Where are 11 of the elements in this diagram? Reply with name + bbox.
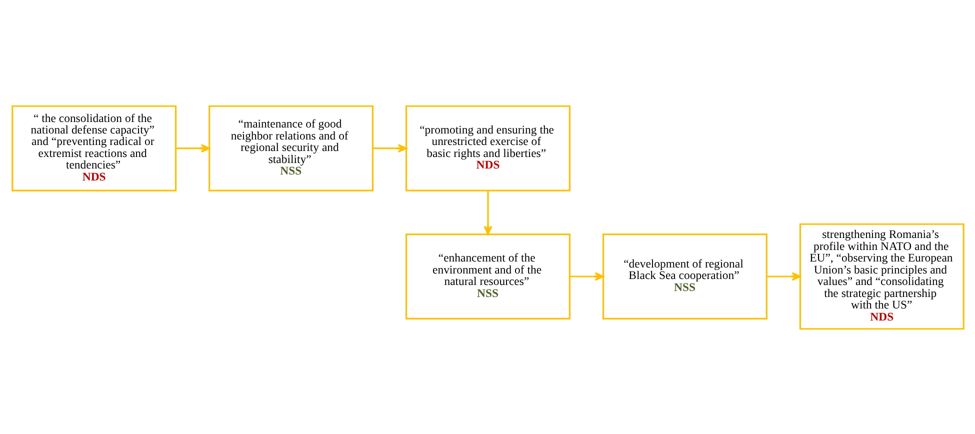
arrow	[483, 190, 492, 234]
node-box: “development of regional Black Sea cooperation” NSS	[602, 233, 767, 319]
arrow	[176, 144, 210, 152]
node-box: “maintenance of good neighbor relations and of regional security and stability” NSS	[208, 104, 373, 191]
node-box: strengthening Romania’s profile within NATO and the EU”, “observing the European Union’s basic principles and values” and “consolidating the strategic partnership with the US” NDS	[798, 222, 964, 330]
node-box: “ the consolidation of the national defense capacity” and “preventing radical or extremist reactions and tendencies” NDS	[11, 104, 176, 191]
node-box: “promoting and ensuring the unrestricted exercise of basic rights and liberties” NDS	[405, 104, 570, 191]
arrow	[766, 272, 800, 280]
node-box: “enhancement of the environment and of the natural resources” NSS	[405, 233, 570, 319]
arrow	[569, 272, 604, 280]
arrow	[372, 144, 407, 152]
